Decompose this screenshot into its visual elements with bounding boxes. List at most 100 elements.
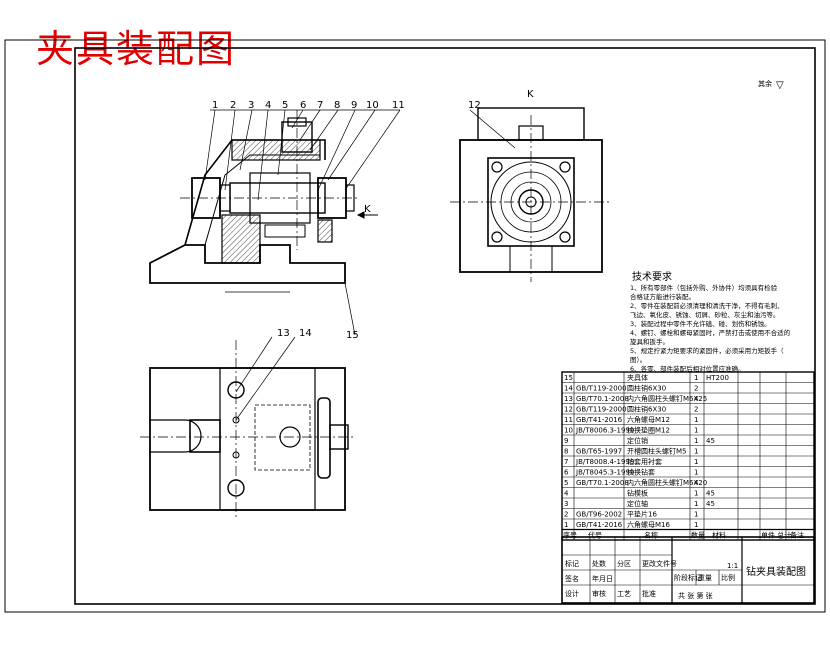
- tb-review-label: 审核: [592, 589, 606, 598]
- bom-cell: 1: [694, 427, 698, 435]
- bom-cell: GB/T41-2016: [576, 521, 623, 529]
- tb-change-label: 更改文件号: [642, 559, 677, 568]
- callout-3: 3: [248, 100, 254, 111]
- bom-cell: JB/T8006.3-1999: [575, 427, 634, 435]
- bom-cell: 12: [564, 406, 573, 414]
- tech-req-line: 图）。: [630, 356, 646, 364]
- tb-weight-label: 重量: [698, 574, 712, 582]
- bom-cell: 钻模板: [627, 489, 648, 498]
- bom-cell: 平垫片16: [627, 510, 657, 519]
- bom-header-cell: 材料: [712, 531, 726, 540]
- callout-15: 15: [346, 330, 359, 341]
- bom-cell: 1: [694, 416, 698, 424]
- front-section-view: [149, 110, 360, 293]
- k-arrow-label: K: [364, 204, 371, 215]
- bom-header-cell: 备注: [790, 531, 804, 540]
- bom-cell: 5: [564, 479, 568, 487]
- bom-cell: 1: [694, 458, 698, 466]
- bom-cell: 4: [694, 479, 699, 487]
- bom-cell: 45: [706, 437, 715, 445]
- tb-scale-label: 比例: [721, 573, 735, 582]
- tb-zone-label: 分区: [617, 559, 631, 568]
- bom-header-cell: 单件 总计: [761, 531, 791, 540]
- callout-numbers-top: 1 2 3 4 5 6 7 8 9 10 11 15: [212, 100, 405, 341]
- tb-process-label: 工艺: [617, 590, 631, 598]
- bom-cell: 定位销: [627, 436, 648, 445]
- bom-cell: 定位轴: [627, 499, 648, 508]
- bom-cell: 6: [564, 469, 569, 477]
- bom-cell: 六角螺母M12: [627, 415, 670, 424]
- bom-cell: 快换钻套: [627, 468, 655, 477]
- bom-cell: 1: [564, 521, 568, 529]
- roughness-note: 其余: [758, 79, 772, 88]
- tb-date-label: 年月日: [592, 574, 613, 583]
- tb-sign-label: 签名: [565, 574, 579, 583]
- bom-cell: 10: [564, 427, 573, 435]
- outer-border: [4, 39, 826, 613]
- bom-cell: GB/T96-2002: [576, 511, 622, 519]
- bom-cell: 15: [564, 374, 573, 382]
- tb-count-label: 处数: [592, 559, 606, 568]
- view-label-k: K: [527, 89, 534, 100]
- bom-cell: 开槽圆柱头螺钉M5: [627, 447, 687, 456]
- callout-9: 9: [351, 100, 357, 111]
- tb-drawing-name: 钻夹具装配图: [746, 565, 806, 578]
- tech-req-line: 合格证方能进行装配。: [630, 292, 695, 301]
- tb-stage-label: 阶段标记: [674, 573, 702, 582]
- tech-req-line: 1、所有零部件（包括外购、外协件）均须具有检验: [630, 283, 778, 292]
- bom-cell: GB/T41-2016: [576, 416, 623, 424]
- bom-cell: 1: [694, 500, 698, 508]
- bom-cell: 7: [564, 458, 568, 466]
- bom-cell: 圆柱销6X30: [627, 405, 666, 414]
- tb-sheet-count: 共 张 第 张: [678, 591, 713, 600]
- bom-cell: 3: [564, 500, 568, 508]
- tech-req-line: 4、螺钉、螺栓和螺母紧固时，严禁打击或使用不合适的: [630, 328, 791, 337]
- bom-cell: 快换垫圈M12: [627, 426, 670, 435]
- bom-cell: 11: [564, 416, 573, 424]
- callout-2: 2: [230, 100, 236, 111]
- inner-border: [74, 47, 816, 605]
- bom-header-cell: 序号: [563, 531, 577, 540]
- k-view-arrow: [356, 211, 378, 219]
- tb-design-label: 设计: [565, 589, 579, 598]
- bom-cell: JB/T8008.4-1999: [575, 458, 634, 466]
- bom-cell: JB/T8045.3-1999: [575, 469, 634, 477]
- bom-cell: 2: [564, 511, 568, 519]
- bom-cell: 4: [564, 490, 569, 498]
- bom-cell: 内六角圆柱头螺钉M6X25: [627, 394, 707, 403]
- bom-cell: 1: [694, 521, 698, 529]
- callout-6: 6: [300, 100, 306, 111]
- bom-cell: 9: [564, 437, 568, 445]
- bom-cell: 45: [706, 500, 715, 508]
- bom-cell: 2: [694, 385, 698, 393]
- tech-req-line: 旋具和扳手。: [630, 337, 669, 346]
- bom-cell: GB/T70.1-2008: [576, 479, 629, 487]
- top-plan-view: [140, 336, 355, 520]
- callout-1: 1: [212, 100, 218, 111]
- bom-cell: 钻套用衬套: [627, 457, 662, 466]
- tech-requirements: 技术要求 1、所有零部件（包括外购、外协件）均须具有检验 合格证方能进行装配。 …: [630, 270, 791, 373]
- bom-cell: 夹具体: [627, 373, 648, 382]
- tech-req-line: 2、零件在装配前必须清理和清洗干净，不得有毛刺、: [630, 301, 784, 310]
- bom-cell: 1: [694, 490, 698, 498]
- bom-cell: 1: [694, 469, 698, 477]
- bom-cell: 圆柱销6X30: [627, 384, 666, 393]
- tb-scale-value: 1:1: [727, 562, 738, 570]
- bom-cell: 1: [694, 437, 698, 445]
- bom-cell: 1: [694, 374, 698, 382]
- callout-5: 5: [282, 100, 288, 111]
- bom-header-cell: 数量: [691, 531, 705, 540]
- title-block: [561, 536, 815, 604]
- bom-header-cell: 代号: [588, 531, 602, 540]
- bom-cell: 内六角圆柱头螺钉M6X20: [627, 478, 707, 487]
- tech-req-heading: 技术要求: [632, 270, 672, 283]
- tech-req-line: 6、各零、部件装配后相对位置应准确。: [630, 364, 745, 373]
- callout-13: 13: [277, 328, 290, 339]
- bom-cell: 1: [694, 511, 698, 519]
- roughness-symbol: ▽: [776, 80, 784, 91]
- bom-header-cell: 名称: [644, 531, 658, 540]
- tb-approve-label: 批准: [642, 589, 656, 598]
- bom-cell: 14: [564, 385, 573, 393]
- tech-req-line: 飞边、氧化皮、锈蚀、切屑、砂粒、灰尘和油污等。: [630, 310, 780, 319]
